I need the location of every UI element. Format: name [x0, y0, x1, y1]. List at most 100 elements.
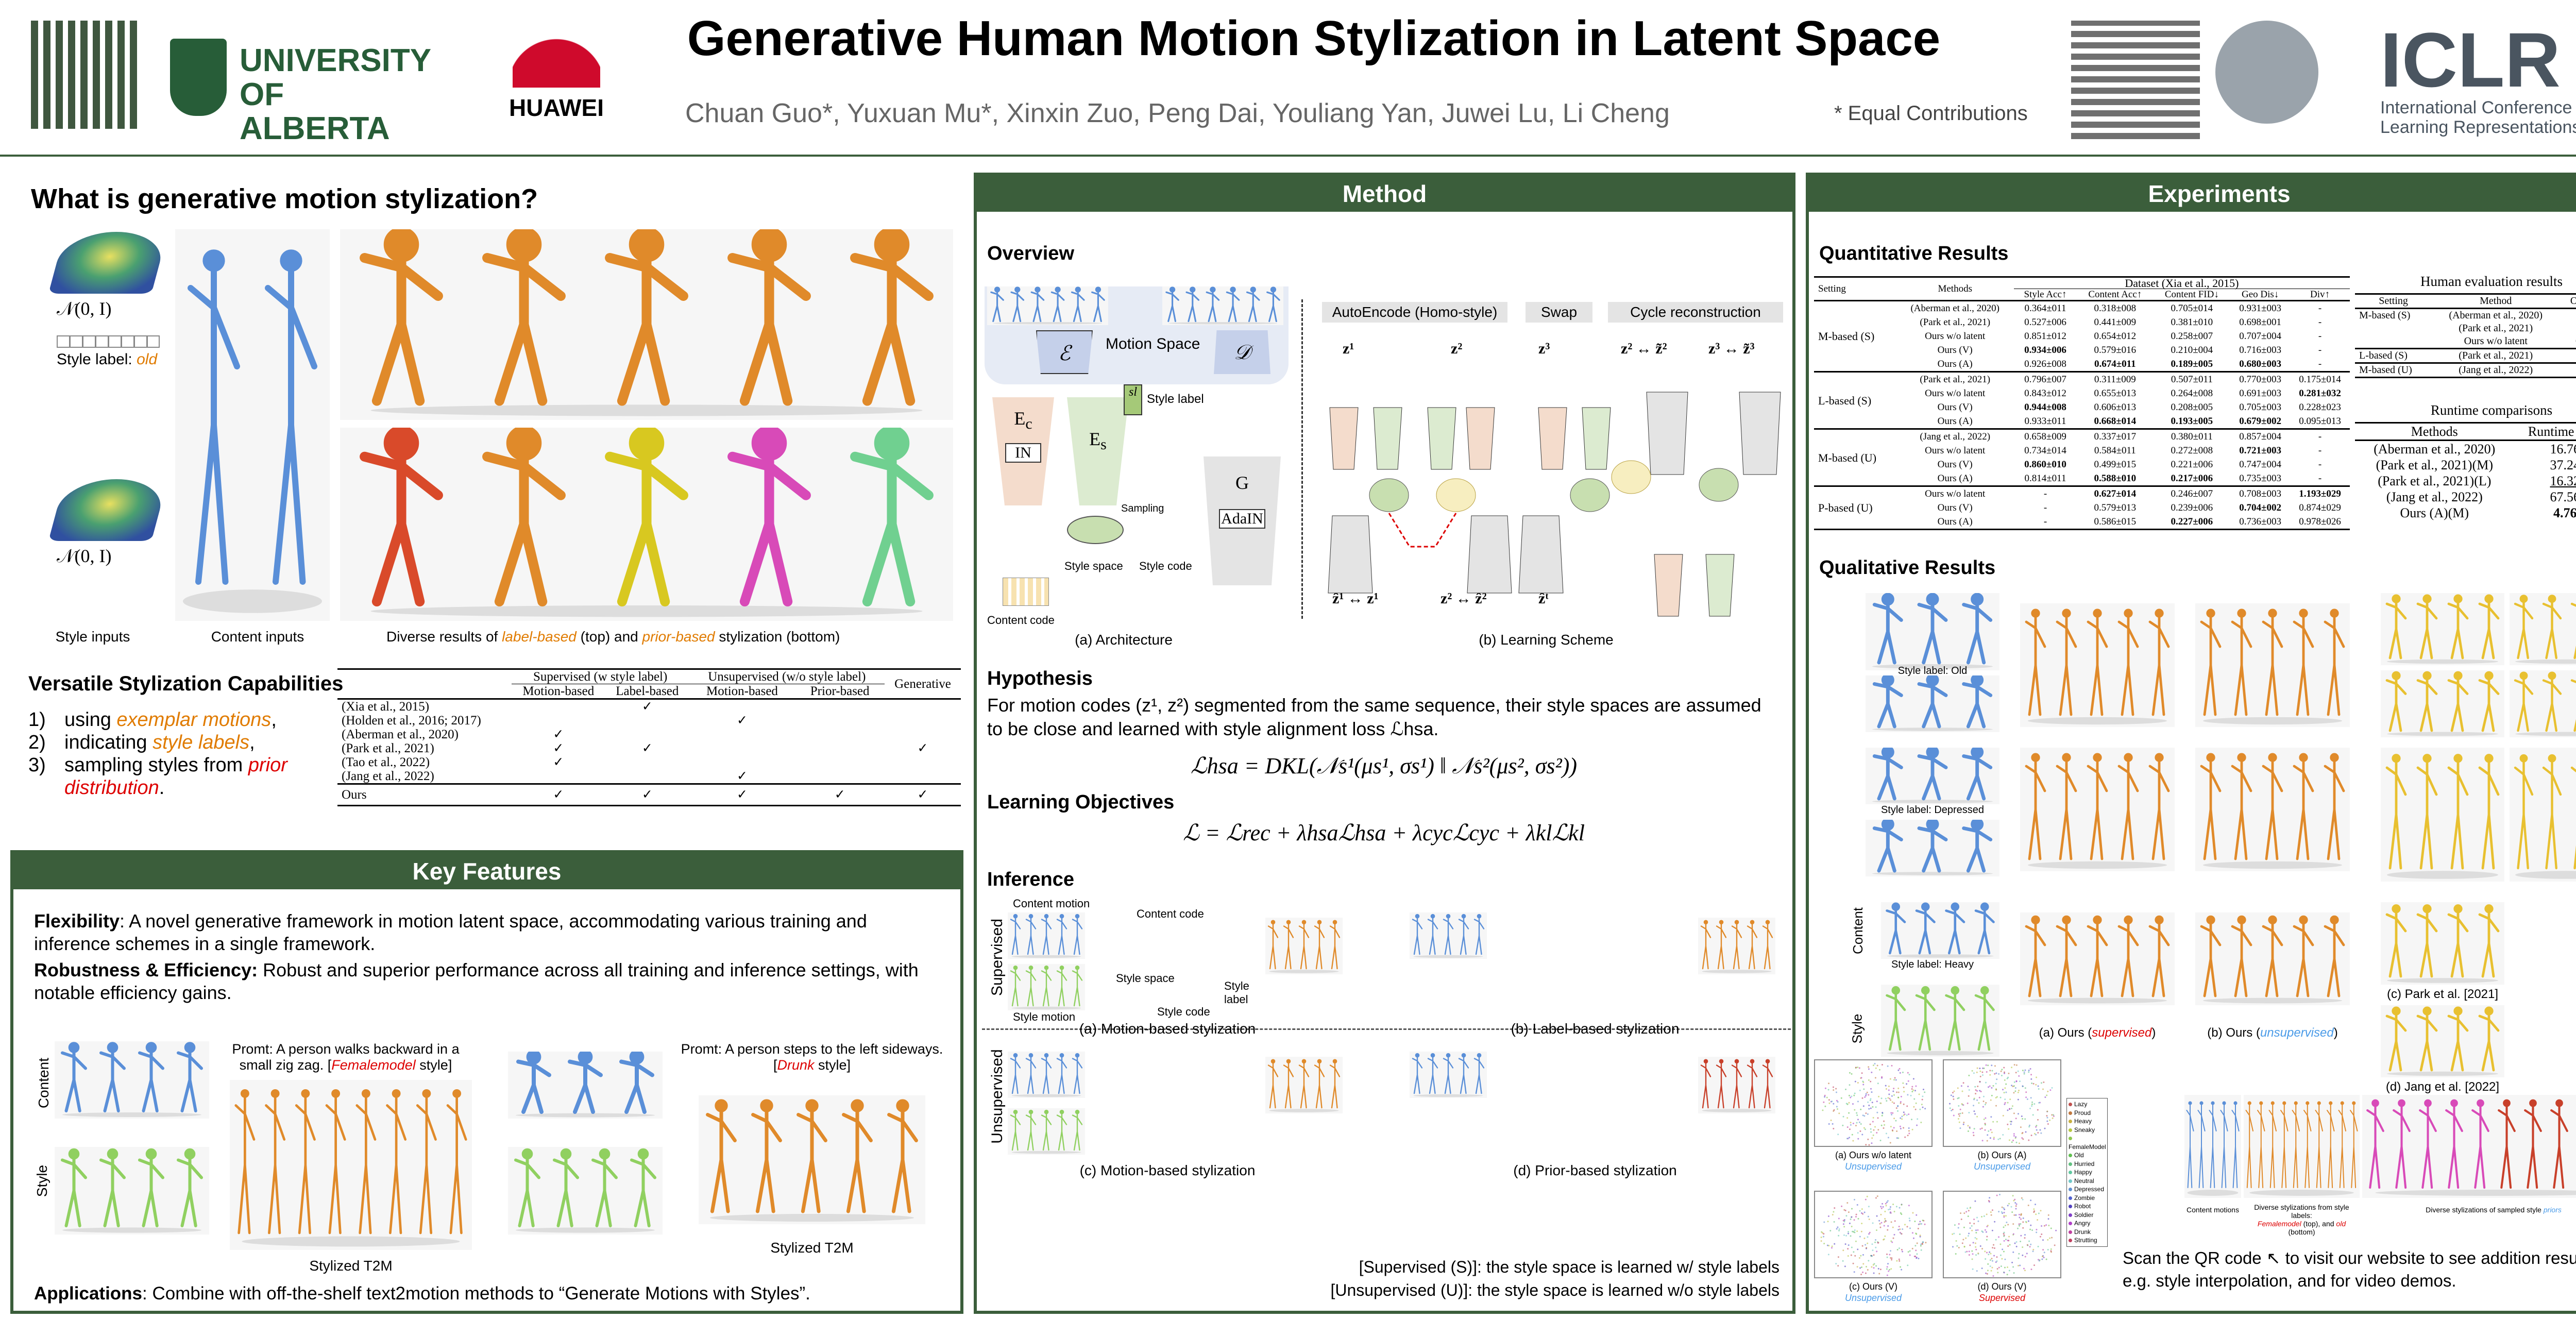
stick-figure — [1964, 820, 1991, 871]
stick-figure — [2316, 1102, 2323, 1188]
stick-figure — [327, 1090, 345, 1233]
stick-figure — [1042, 1110, 1051, 1150]
content-encoder-block: EcIN — [992, 397, 1054, 505]
stick-figure — [2572, 755, 2576, 868]
legend-label: Soldier — [2074, 1211, 2093, 1219]
stick-figure — [2350, 1102, 2358, 1188]
stick-figure — [516, 1150, 539, 1226]
table-row: (Park et al., 2021)(L)16.329 — [2355, 473, 2576, 489]
stick-figure — [2418, 755, 2436, 868]
stylized-t2m-figure-2 — [699, 1095, 925, 1224]
stick-figure — [1011, 915, 1020, 954]
stick-figure — [1444, 1054, 1453, 1093]
check-cell — [885, 769, 961, 784]
legend-item: FemaleModel — [2069, 1134, 2106, 1151]
stick-figure — [1227, 288, 1239, 322]
stick-figure — [2480, 596, 2498, 658]
stick-figure — [2119, 754, 2138, 859]
stick-figure — [2572, 673, 2576, 731]
check-cell — [512, 769, 605, 784]
stick-figure — [1299, 1060, 1309, 1108]
cap-part: Diverse results of — [386, 629, 502, 645]
hypothesis-text: For motion codes (z¹, z²) segmented from… — [987, 694, 1781, 741]
stick-figure — [2057, 917, 2076, 996]
legend-dot — [2069, 1222, 2072, 1225]
cell: 58.92% — [2560, 363, 2576, 378]
note-unsupervised: [Unsupervised (U)]: the style space is l… — [1331, 1281, 1780, 1300]
header-row: MethodsRuntime (ms)↓ — [2355, 423, 2576, 441]
method-cell: (Jang et al., 2022) — [337, 769, 512, 784]
value-cell: 0.716±003 — [2230, 343, 2290, 357]
cap-part: stylization (bottom) — [715, 629, 840, 645]
method-cell: Ours w/o latent — [1896, 444, 2014, 458]
tsne-caption: (d) Ours (V)Supervised — [1943, 1281, 2061, 1304]
stick-figure — [1763, 921, 1772, 969]
col-header: Motion-based — [689, 684, 795, 699]
stick-figure — [1964, 748, 1991, 799]
check-cell: ✓ — [689, 784, 795, 806]
value-cell: 0.674±011 — [2077, 357, 2153, 372]
stick-figure — [1026, 1110, 1036, 1150]
legend-item: Angry — [2069, 1219, 2106, 1228]
check-cell — [689, 741, 795, 755]
stick-figure — [1946, 904, 1964, 953]
capability-item: 2)indicating style labels, — [28, 731, 327, 754]
method-cell: Ours (A) — [1896, 471, 2014, 486]
check-cell: ✓ — [605, 741, 689, 755]
hypothesis-title: Hypothesis — [987, 668, 1093, 690]
legend-label: Zombie — [2074, 1194, 2095, 1202]
legend-item: Happy — [2069, 1168, 2106, 1177]
stick-figure — [2418, 906, 2436, 976]
stick-figure — [365, 232, 438, 401]
stick-figure — [1315, 921, 1324, 969]
stick-figure — [62, 1150, 86, 1226]
inf-c-style — [1008, 1108, 1085, 1155]
col-header: Content FID↓ — [2154, 289, 2231, 301]
tsne-caption-title: (b) Ours (A) — [1943, 1149, 2061, 1161]
method-cell: (Aberman et al., 2020) — [337, 728, 512, 741]
cap-results: Diverse results of label-based (top) and… — [340, 629, 953, 645]
stick-figure — [2499, 1101, 2515, 1188]
qual-jang-1b — [2510, 670, 2576, 737]
value-cell: 0.814±011 — [2014, 471, 2077, 486]
value-cell: 0.734±014 — [2014, 444, 2077, 458]
legend-item: Proud — [2069, 1109, 2106, 1118]
method-cell: Ours w/o latent — [1896, 329, 2014, 343]
cell: 78.69% — [2560, 309, 2576, 323]
stick-figure — [733, 232, 806, 401]
stick-figure — [178, 1150, 201, 1226]
qr-code[interactable] — [31, 21, 139, 129]
stick-figure — [1874, 675, 1901, 726]
method-cell: (Jang et al., 2022) — [1896, 429, 2014, 444]
stick-figure — [2449, 1008, 2467, 1070]
legend-item: Lazy — [2069, 1100, 2106, 1109]
website-qr-code[interactable] — [2071, 21, 2200, 139]
tab-autoencode: AutoEncode (Homo-style) — [1322, 302, 1507, 323]
value-cell: 0.704±002 — [2230, 501, 2290, 515]
value-cell: 0.944±008 — [2014, 400, 2077, 414]
quant-title: Quantitative Results — [1819, 243, 2008, 265]
stick-figure — [1874, 820, 1901, 871]
col-header: Runtime (ms)↓ — [2514, 423, 2576, 441]
stick-figure — [357, 1090, 375, 1233]
legend-dot — [2069, 1205, 2072, 1208]
value-cell: 0.770±003 — [2230, 372, 2290, 387]
legend-label: Angry — [2074, 1220, 2090, 1227]
legend-item: Zombie — [2069, 1194, 2106, 1203]
value-cell: 0.507±011 — [2154, 372, 2231, 387]
cell: (Park et al., 2021) — [2432, 349, 2560, 363]
legend-label: Proud — [2074, 1109, 2091, 1117]
col-header: Content Acc↑ — [2077, 289, 2153, 301]
content-code-block — [1003, 578, 1049, 606]
stick-figure — [365, 430, 438, 601]
stick-figure — [2026, 917, 2045, 996]
div-label-figure — [2244, 1095, 2360, 1198]
objectives-title: Learning Objectives — [987, 791, 1174, 814]
legend-label: Lazy — [2074, 1101, 2087, 1108]
stick-figure — [2544, 755, 2561, 868]
stick-figure — [2232, 754, 2251, 859]
value-cell: 0.586±015 — [2077, 515, 2153, 530]
runtime-title: Runtime comparisons — [2355, 402, 2576, 418]
scan-qr-text[interactable]: Scan the QR code ↖ to visit our website … — [2123, 1247, 2576, 1292]
stick-figure — [62, 1043, 86, 1111]
